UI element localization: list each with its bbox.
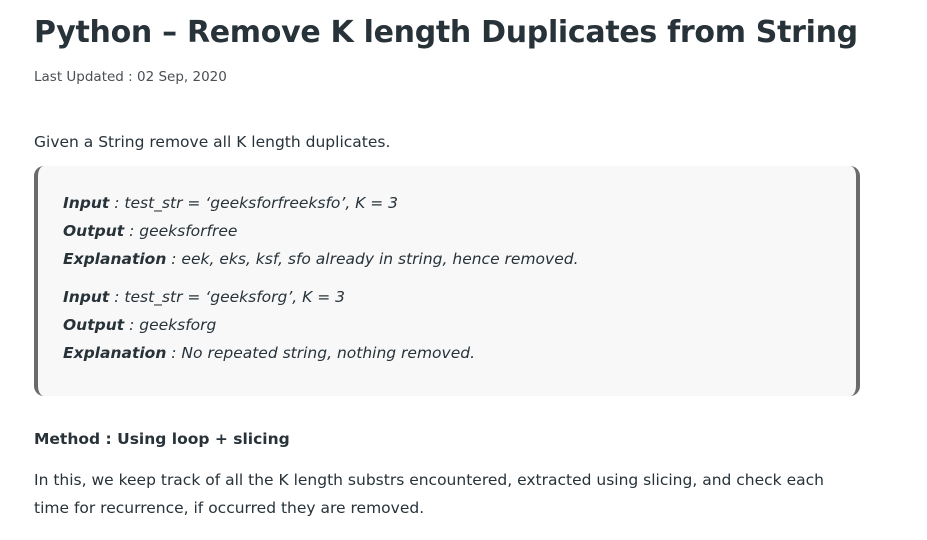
example-1-input: Input : test_str = ‘geeksforfreeksfo’, K… <box>63 194 398 212</box>
explanation-label: Explanation <box>63 344 167 362</box>
input-label: Input <box>63 288 110 306</box>
output-value: : geeksforg <box>124 316 217 334</box>
page-title: Python – Remove K length Duplicates from… <box>34 15 858 50</box>
explanation-label: Explanation <box>63 250 167 268</box>
example-2-output: Output : geeksforg <box>63 316 216 334</box>
example-2-explanation: Explanation : No repeated string, nothin… <box>63 344 475 362</box>
method-paragraph: In this, we keep track of all the K leng… <box>34 471 824 517</box>
explanation-value: : eek, eks, ksf, sfo already in string, … <box>166 250 579 268</box>
last-updated: Last Updated : 02 Sep, 2020 <box>34 69 227 85</box>
output-label: Output <box>63 222 125 240</box>
input-value: : test_str = ‘geeksforg’, K = 3 <box>109 288 345 306</box>
method-heading: Method : Using loop + slicing <box>34 430 290 448</box>
output-label: Output <box>63 316 125 334</box>
example-1-explanation: Explanation : eek, eks, ksf, sfo already… <box>63 250 579 268</box>
input-value: : test_str = ‘geeksforfreeksfo’, K = 3 <box>109 194 399 212</box>
output-value: : geeksforfree <box>124 222 238 240</box>
example-box: Input : test_str = ‘geeksforfreeksfo’, K… <box>34 166 860 396</box>
input-label: Input <box>63 194 110 212</box>
explanation-value: : No repeated string, nothing removed. <box>166 344 476 362</box>
intro-text: Given a String remove all K length dupli… <box>34 133 391 151</box>
example-1-output: Output : geeksforfree <box>63 222 237 240</box>
example-2-input: Input : test_str = ‘geeksforg’, K = 3 <box>63 288 345 306</box>
